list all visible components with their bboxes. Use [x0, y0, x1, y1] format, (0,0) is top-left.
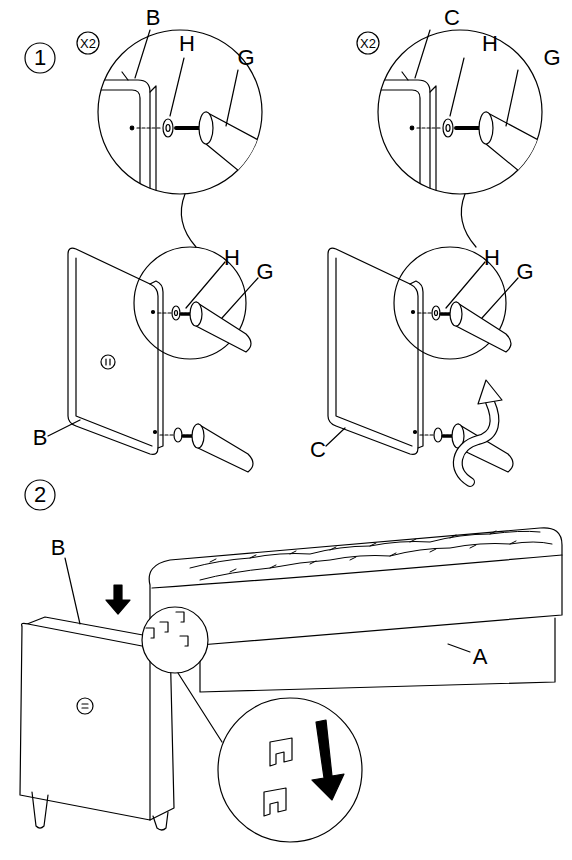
- part-label: G: [542, 47, 561, 69]
- step-number: 1: [33, 47, 47, 69]
- quantity-label: X2: [359, 37, 377, 50]
- part-label: C: [309, 439, 327, 461]
- part-label: H: [481, 33, 499, 55]
- quantity-label: X2: [79, 37, 97, 50]
- part-label: B: [32, 427, 49, 449]
- part-label: G: [515, 261, 534, 283]
- part-label: A: [472, 646, 489, 668]
- part-label: H: [483, 247, 501, 269]
- part-label: B: [145, 7, 162, 29]
- part-label: H: [223, 247, 241, 269]
- part-label: G: [236, 47, 255, 69]
- step-number: 2: [33, 484, 47, 506]
- part-label: C: [443, 7, 461, 29]
- part-label: B: [50, 537, 67, 559]
- part-label: H: [178, 33, 196, 55]
- part-label: G: [255, 261, 274, 283]
